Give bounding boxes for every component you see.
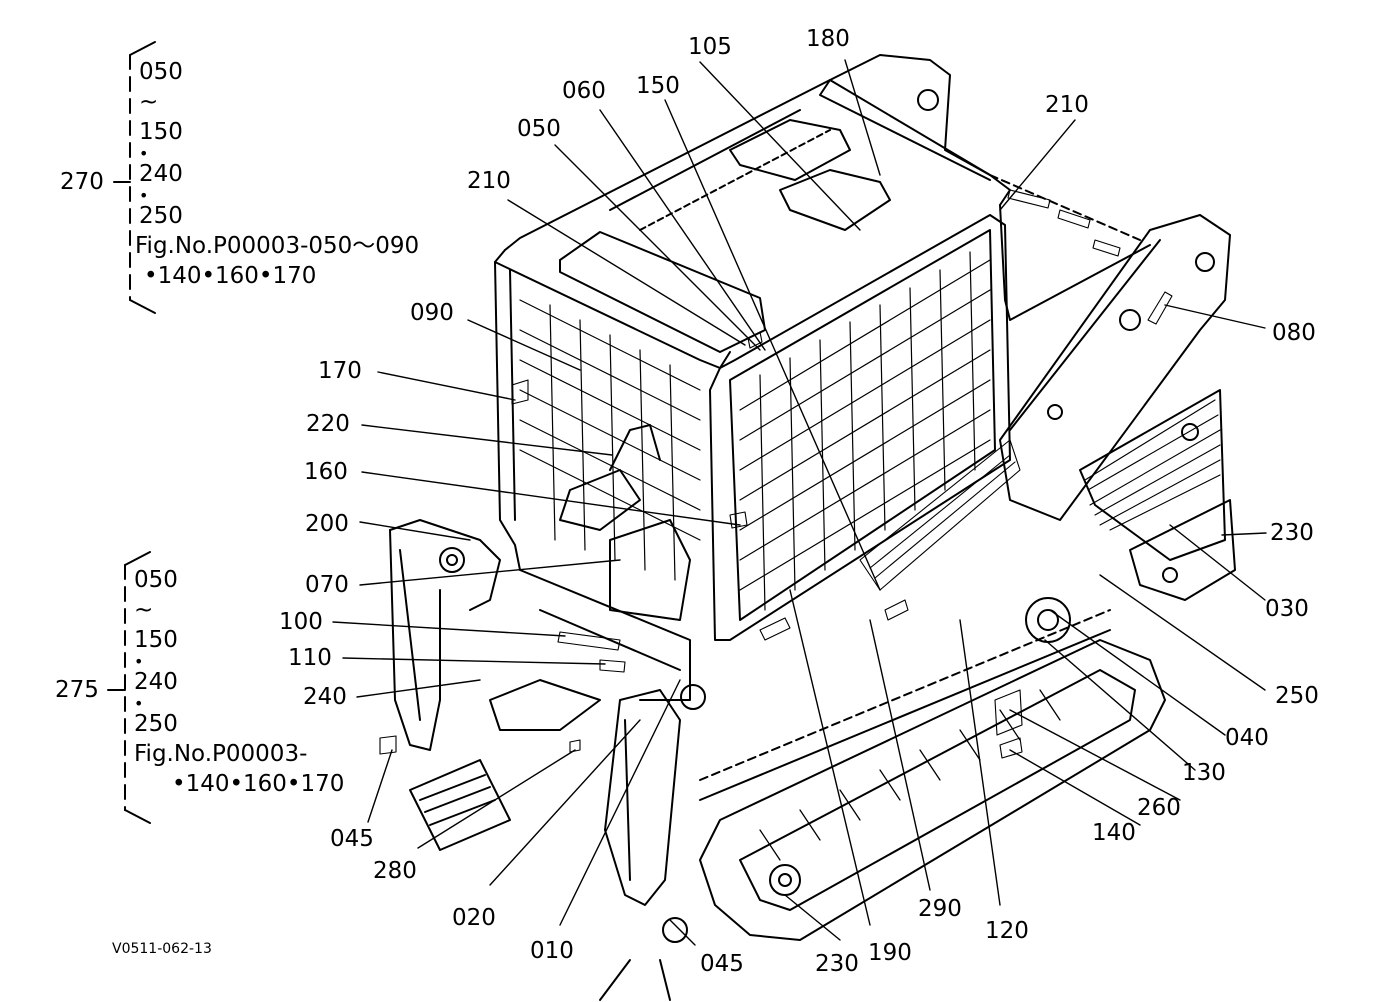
group-270-item: 050 (139, 59, 183, 85)
drawing-code: V0511-062-13 (112, 941, 212, 957)
callout-210-left: 210 (467, 168, 511, 194)
callout-210-right: 210 (1045, 92, 1089, 118)
callout-110: 110 (288, 645, 332, 671)
group-270-item: • (139, 186, 149, 205)
callout-050: 050 (517, 116, 561, 142)
callout-120: 120 (985, 918, 1029, 944)
callout-240: 240 (303, 684, 347, 710)
callout-290: 290 (918, 896, 962, 922)
group-270-item: 250 (139, 203, 183, 229)
callout-150: 150 (636, 73, 680, 99)
callout-040: 040 (1225, 725, 1269, 751)
group-270-item: 150 (139, 119, 183, 145)
callout-260: 260 (1137, 795, 1181, 821)
callout-030: 030 (1265, 596, 1309, 622)
group-275-item: 250 (134, 711, 178, 737)
callout-100: 100 (279, 609, 323, 635)
group-275-item: 150 (134, 627, 178, 653)
group-270-item: ~ (139, 89, 159, 115)
callout-045-left: 045 (330, 826, 374, 852)
callout-080: 080 (1272, 320, 1316, 346)
callout-090: 090 (410, 300, 454, 326)
callout-190: 190 (868, 940, 912, 966)
group-270-item: • (139, 144, 149, 163)
group-270-fig-line1: Fig.No.P00003-050～090 (135, 233, 420, 259)
group-275-list: 050 ~ 150 • 240 • 250 Fig.No.P00003- •14… (134, 566, 344, 800)
group-275-item: 050 (134, 567, 178, 593)
group-270-item: 240 (139, 161, 183, 187)
group-275-fig-line2: •140•160•170 (172, 771, 345, 797)
callout-230-bottom: 230 (815, 951, 859, 977)
group-270-fig-line2: •140•160•170 (144, 263, 317, 289)
callout-200: 200 (305, 511, 349, 537)
group-275-fig-line1: Fig.No.P00003- (134, 741, 308, 767)
callout-045-bottom: 045 (700, 951, 744, 977)
callout-230-right: 230 (1270, 520, 1314, 546)
leader-lines (332, 59, 1267, 946)
machine-drawing (107, 41, 1236, 1001)
callout-160: 160 (304, 459, 348, 485)
callout-070: 070 (305, 572, 349, 598)
callout-220: 220 (306, 411, 350, 437)
callout-140: 140 (1092, 820, 1136, 846)
group-275-item: • (134, 652, 144, 671)
group-275-item: ~ (134, 597, 154, 623)
group-275-item: 240 (134, 669, 178, 695)
callout-020: 020 (452, 905, 496, 931)
callout-250: 250 (1275, 683, 1319, 709)
callout-280: 280 (373, 858, 417, 884)
callout-170: 170 (318, 358, 362, 384)
callout-270: 270 (60, 169, 104, 195)
callout-275: 275 (55, 677, 99, 703)
callout-105: 105 (688, 34, 732, 60)
callout-060: 060 (562, 78, 606, 104)
callout-180: 180 (806, 26, 850, 52)
callout-010: 010 (530, 938, 574, 964)
group-275-item: • (134, 694, 144, 713)
group-270-list: 050 ~ 150 • 240 • 250 Fig.No.P00003-050～… (135, 58, 419, 292)
callout-130: 130 (1182, 760, 1226, 786)
